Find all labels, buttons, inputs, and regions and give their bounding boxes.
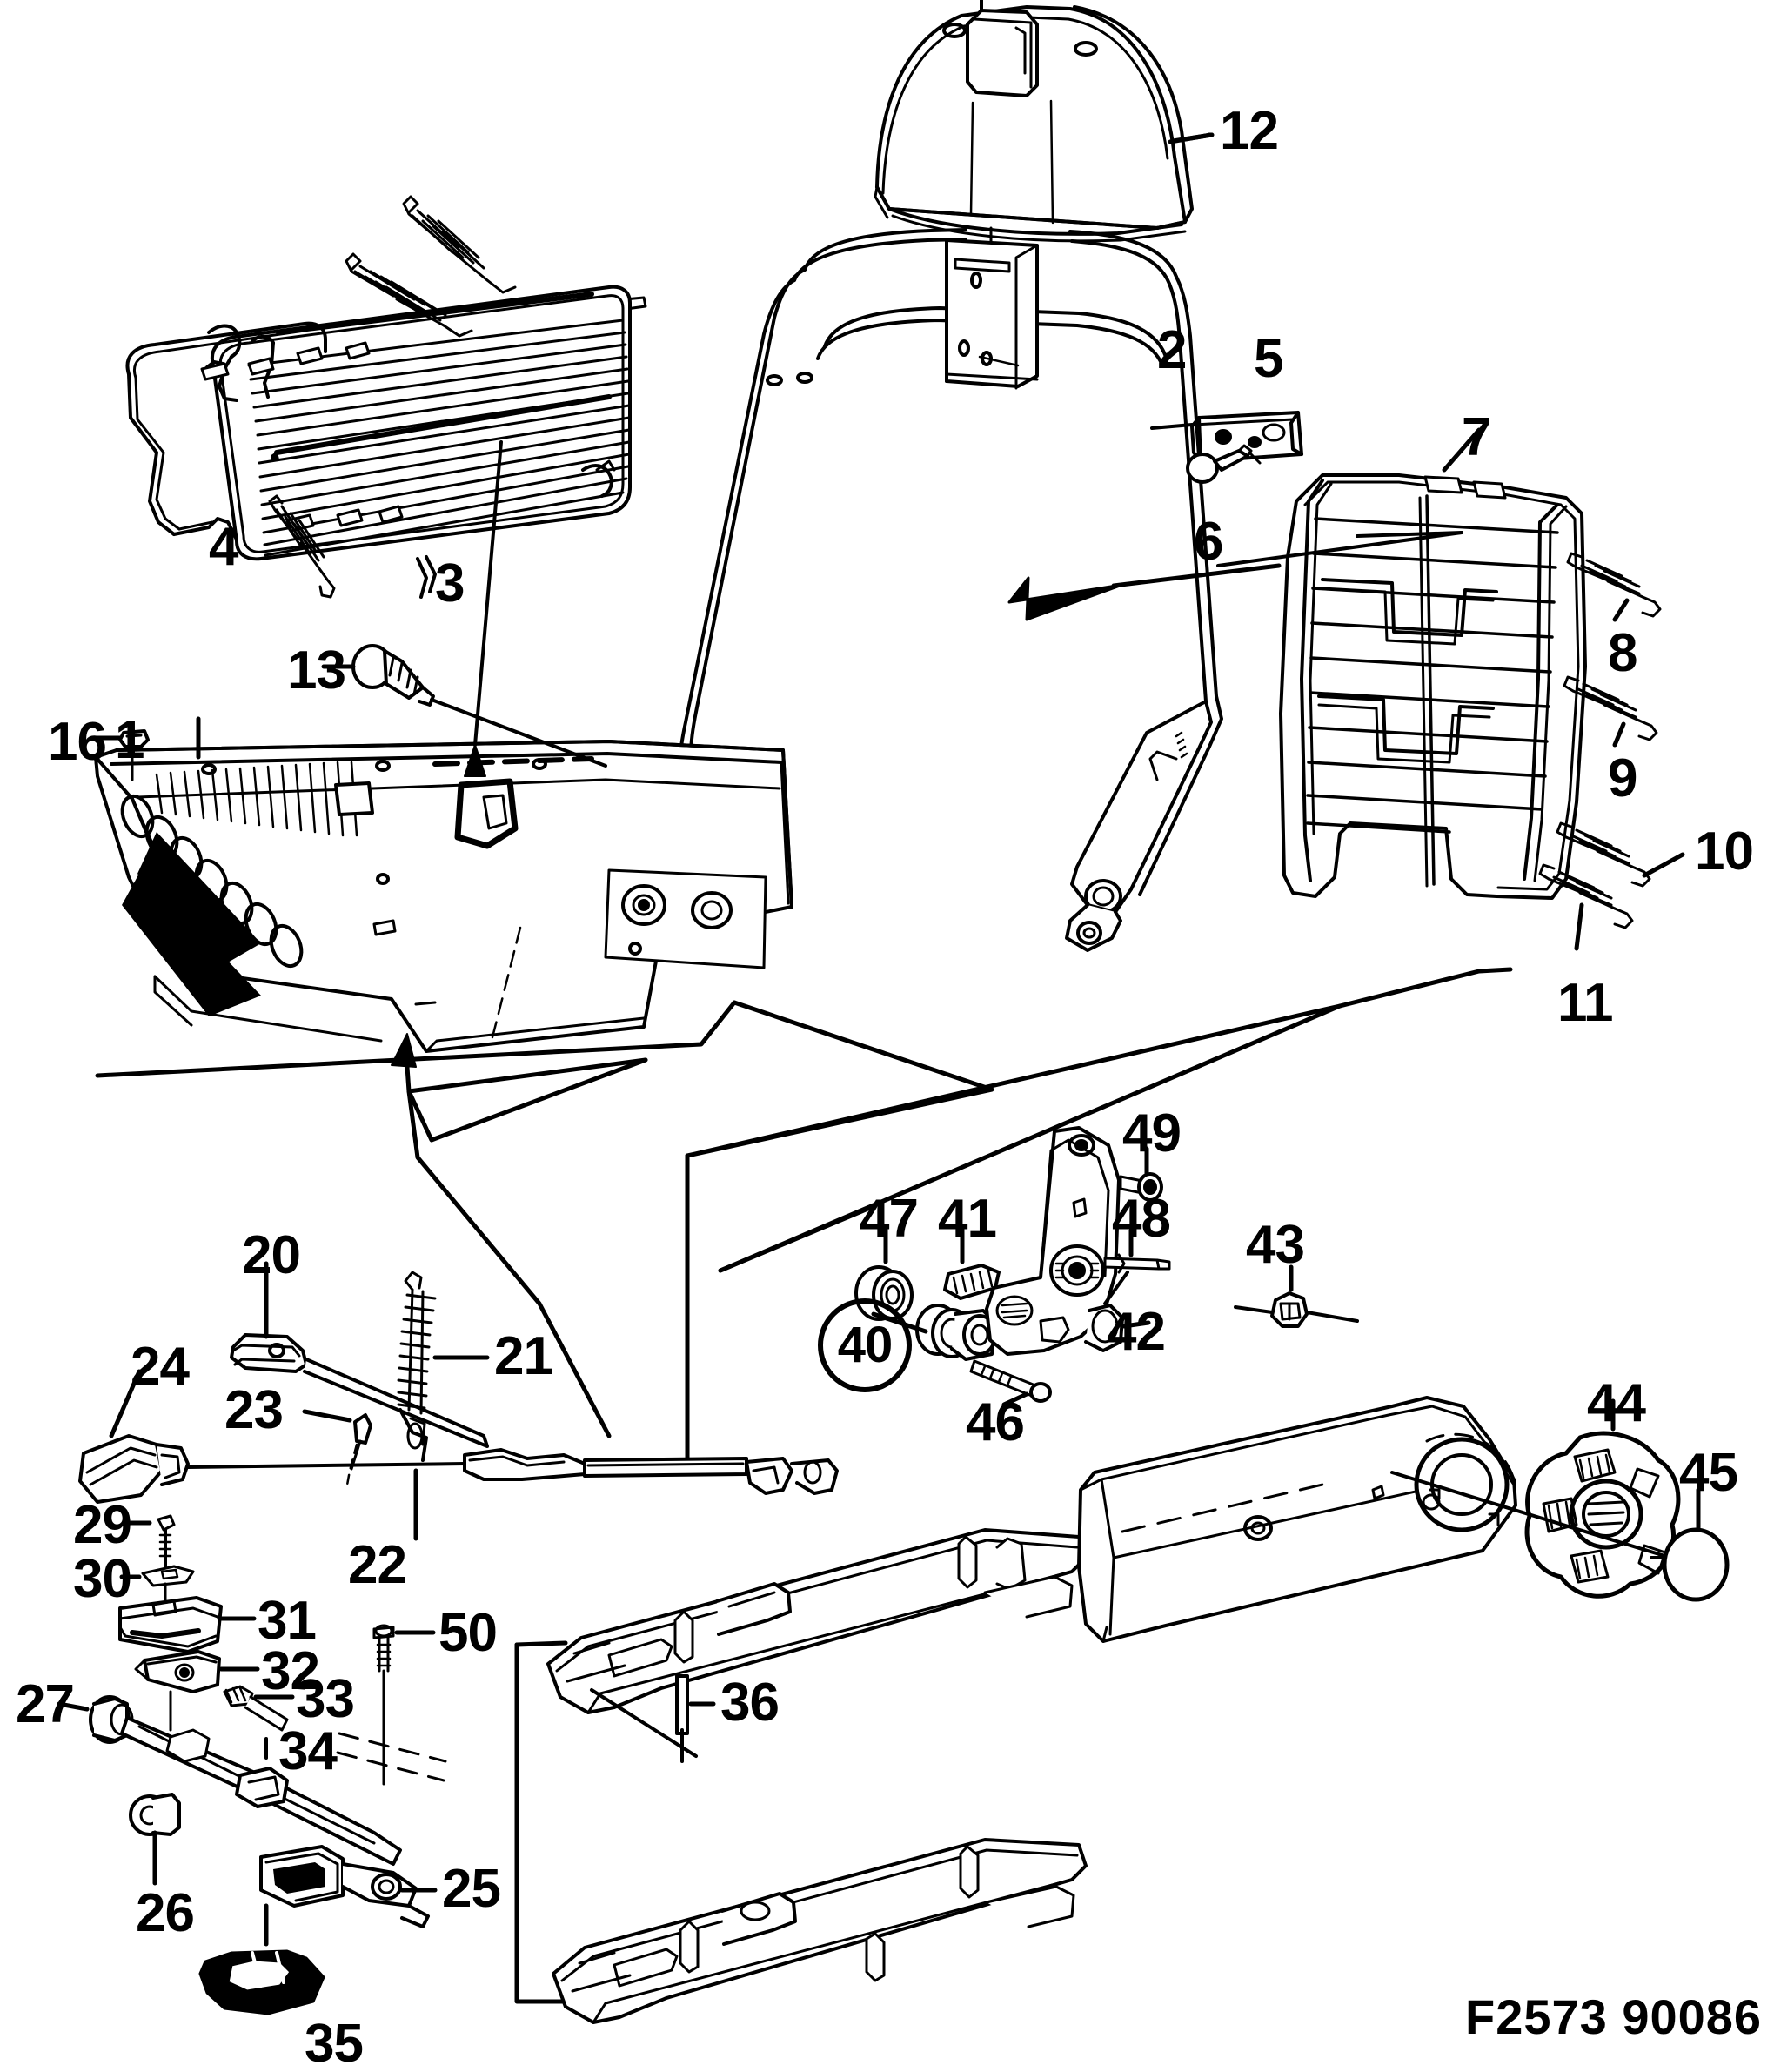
cushion-mat-spring xyxy=(268,494,336,599)
seat-cushion-pan xyxy=(94,440,793,1053)
leader-network xyxy=(95,967,1513,1477)
callout-23: 23 xyxy=(224,1380,284,1440)
callout-43: 43 xyxy=(1246,1215,1305,1275)
release-lever-assembly xyxy=(78,1261,839,1541)
splined-nut xyxy=(1234,1264,1359,1328)
backrest-springs xyxy=(1538,552,1685,951)
slide-bracket xyxy=(118,1596,257,1653)
callout-7: 7 xyxy=(1462,407,1491,467)
callout-36: 36 xyxy=(720,1673,780,1733)
backrest-spring-mat xyxy=(1216,427,1587,900)
spring-pin xyxy=(1103,1228,1171,1274)
seat-rail-lock xyxy=(120,1716,438,1928)
seat-rails xyxy=(514,1528,1088,2024)
callout-50: 50 xyxy=(438,1603,498,1663)
head-restraint-bracket xyxy=(1150,411,1303,463)
bushing-small xyxy=(129,1793,181,1886)
callout-45: 45 xyxy=(1679,1443,1738,1503)
ball-stud-pin xyxy=(1186,444,1262,484)
callout-16: 16 xyxy=(48,712,107,772)
callout-8: 8 xyxy=(1608,623,1637,683)
callout-4: 4 xyxy=(209,517,238,577)
recliner-pivot-boss xyxy=(1084,1271,1151,1352)
callout-20: 20 xyxy=(242,1225,301,1285)
callout-5: 5 xyxy=(1254,329,1283,389)
callout-12: 12 xyxy=(1220,101,1279,161)
recliner-mechanism xyxy=(854,1126,1359,1407)
callout-46: 46 xyxy=(966,1392,1025,1452)
callout-31: 31 xyxy=(258,1591,317,1651)
recliner-bolt xyxy=(969,1359,1052,1407)
seat-back-tube-frame xyxy=(642,228,1223,952)
callout-21: 21 xyxy=(494,1326,553,1386)
floor-mount-bracket xyxy=(198,1903,325,2015)
shoulder-bolt xyxy=(321,644,607,768)
latch-plate xyxy=(134,1650,260,1732)
callout-11: 11 xyxy=(1557,973,1614,1033)
assembly-pointer-arrow xyxy=(1007,563,1282,621)
callout-3: 3 xyxy=(435,553,465,614)
callout-49: 49 xyxy=(1122,1103,1182,1163)
callout-40: 40 xyxy=(818,1298,912,1392)
callout-42: 42 xyxy=(1107,1302,1166,1362)
callout-34: 34 xyxy=(278,1721,338,1781)
callout-1: 1 xyxy=(115,710,144,770)
callout-47: 47 xyxy=(860,1189,919,1249)
callout-13: 13 xyxy=(287,640,346,701)
callout-29: 29 xyxy=(73,1495,132,1555)
callout-48: 48 xyxy=(1112,1189,1171,1249)
callout-35: 35 xyxy=(305,2014,364,2072)
head-restraint-cushion xyxy=(874,0,1215,243)
callout-44: 44 xyxy=(1587,1373,1646,1433)
latch-spring-hook xyxy=(223,1685,295,1732)
callout-9: 9 xyxy=(1608,748,1637,808)
seat-cushion-spring-mat xyxy=(125,195,647,599)
callout-25: 25 xyxy=(442,1859,501,1919)
callout-32: 32 xyxy=(261,1641,320,1701)
diagram-caption: F2573 90086 xyxy=(1465,1989,1763,2044)
callout-26: 26 xyxy=(136,1883,195,1943)
push-nut-fastener xyxy=(93,729,150,781)
callout-24: 24 xyxy=(131,1337,190,1397)
washer-plate xyxy=(119,1565,195,1610)
callout-2: 2 xyxy=(1157,320,1187,380)
screw-fastener xyxy=(126,1514,176,1568)
slide-rail-lock-assembly xyxy=(57,1514,447,2015)
callout-27: 27 xyxy=(16,1674,75,1734)
side-trim-and-hub xyxy=(1077,1396,1730,1643)
callout-41: 41 xyxy=(938,1189,997,1249)
callout-10: 10 xyxy=(1695,821,1754,882)
callout-33: 33 xyxy=(296,1669,355,1729)
mounting-screw xyxy=(336,1624,447,1786)
callout-30: 30 xyxy=(73,1549,132,1609)
callout-6: 6 xyxy=(1194,512,1223,572)
rivet-pin xyxy=(1119,1146,1163,1202)
callout-22: 22 xyxy=(348,1535,407,1595)
